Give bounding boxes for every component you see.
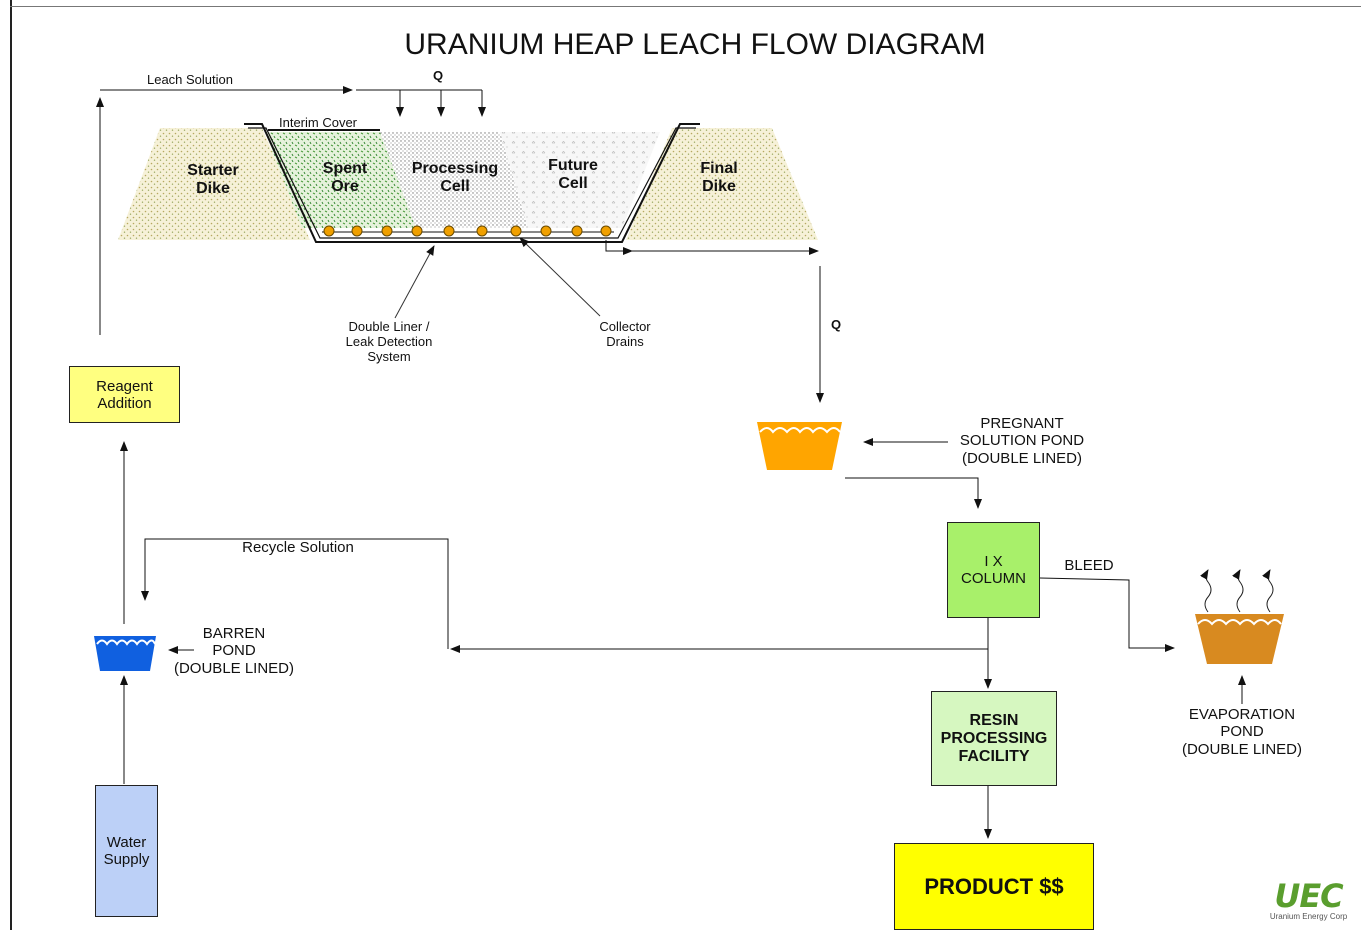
- uec-logo: UEC Uranium Energy Corp: [1256, 880, 1361, 921]
- recycle-solution-flow: [141, 538, 449, 649]
- cell-liner-inner: [248, 127, 696, 239]
- final-dike-shape: [626, 128, 818, 240]
- evaporation-pond-icon: [1195, 614, 1284, 664]
- collector-drain-dots: [323, 225, 612, 237]
- vapor-icon: [1200, 569, 1274, 613]
- double-liner-leader: [394, 245, 435, 319]
- collector-drains-leader: [519, 237, 601, 317]
- product-box: PRODUCT $$: [894, 843, 1094, 930]
- frame-border-left: [10, 0, 12, 930]
- diagram-title: URANIUM HEAP LEACH FLOW DIAGRAM: [404, 28, 986, 61]
- processing-cell-shape: [380, 132, 528, 228]
- frame-border-top: [10, 6, 1361, 7]
- bleed-label: BLEED: [1064, 557, 1114, 574]
- q-right-label: Q: [830, 317, 842, 332]
- future-cell-shape: [500, 132, 660, 228]
- uec-logo-tagline: Uranium Energy Corp: [1269, 912, 1348, 921]
- q-outflow: [605, 240, 824, 403]
- uec-logo-mark: UEC: [1274, 877, 1343, 915]
- pond-to-ix-flow: [845, 477, 982, 509]
- q-top-label: Q: [432, 68, 444, 83]
- interim-cover-label: Interim Cover: [278, 115, 358, 130]
- cell-liner-outer: [244, 123, 700, 243]
- leach-solution-flow: [96, 86, 486, 335]
- leach-solution-label: Leach Solution: [146, 72, 233, 87]
- bleed-flow: [1039, 577, 1175, 652]
- starter-dike-shape: [118, 128, 310, 240]
- recycle-solution-label: Recycle Solution: [242, 539, 354, 556]
- barren-pond-icon: [94, 636, 156, 671]
- pregnant-pond-icon: [757, 422, 842, 470]
